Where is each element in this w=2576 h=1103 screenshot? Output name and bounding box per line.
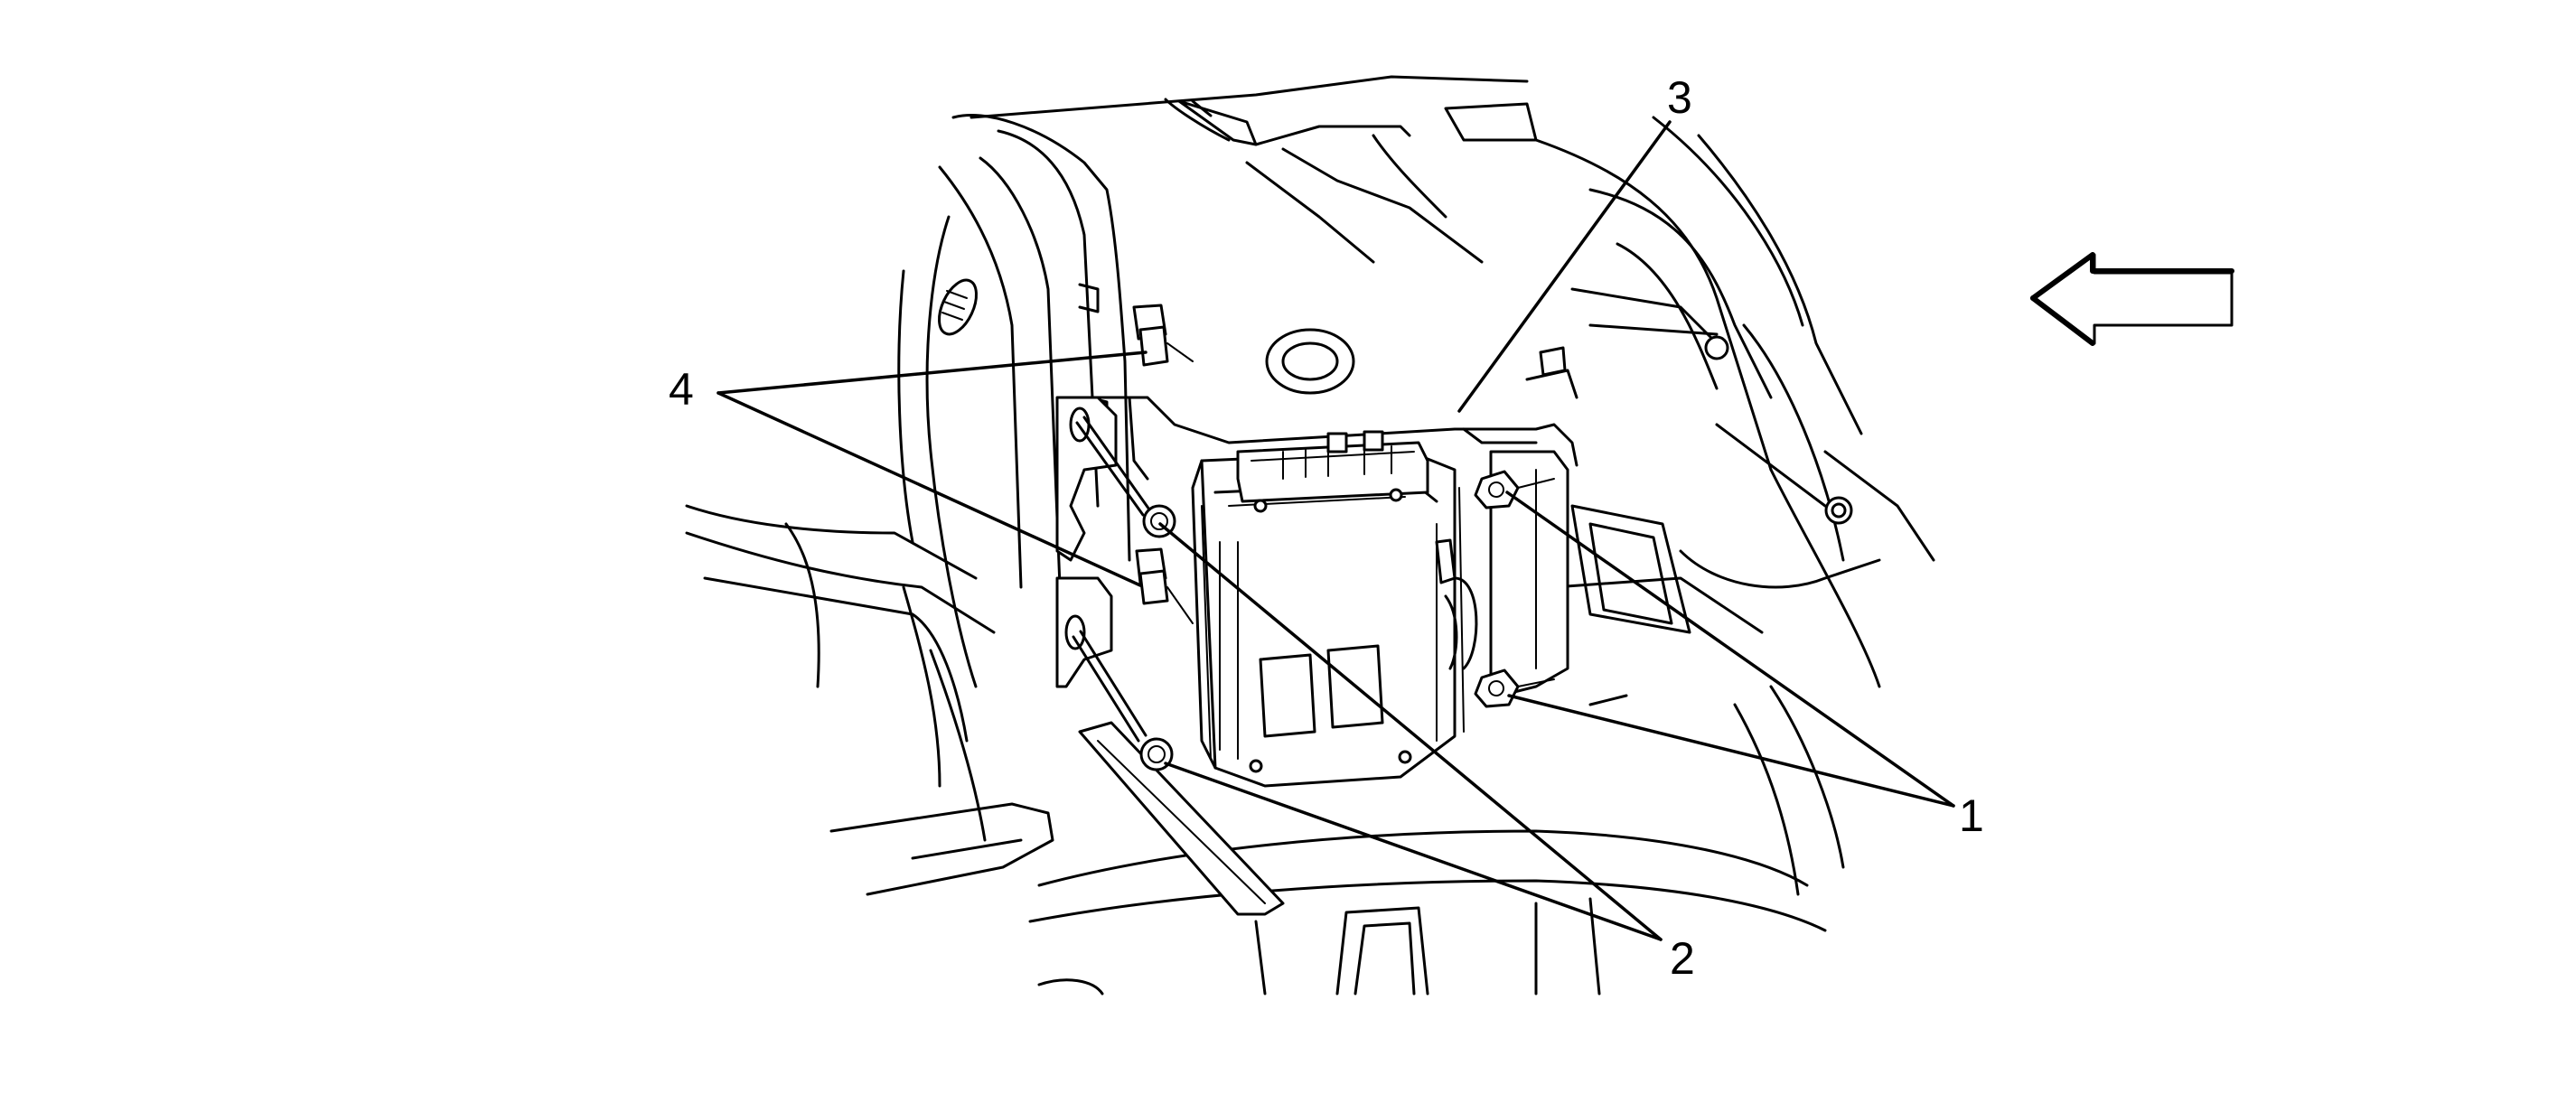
callout-4: 4 xyxy=(669,364,694,415)
clip-nut-upper xyxy=(1132,304,1194,367)
bolt-upper-left xyxy=(1075,416,1176,538)
bolt-lower-left xyxy=(1072,630,1174,771)
control-module xyxy=(1191,430,1478,788)
callout-2: 2 xyxy=(1670,933,1695,984)
nut-lower-right xyxy=(1474,668,1555,708)
vehicle-body-structure xyxy=(685,75,1935,996)
clip-nut-lower xyxy=(1135,547,1194,624)
callout-3: 3 xyxy=(1667,72,1692,123)
callout-1: 1 xyxy=(1959,790,1984,841)
leader-lines xyxy=(717,120,1955,941)
stud-right xyxy=(1525,346,1628,706)
nut-upper-right xyxy=(1474,470,1555,509)
vent-grille-icon xyxy=(937,278,979,336)
arrow-left-icon xyxy=(2030,252,2234,346)
mounting-bracket xyxy=(1055,396,1578,697)
